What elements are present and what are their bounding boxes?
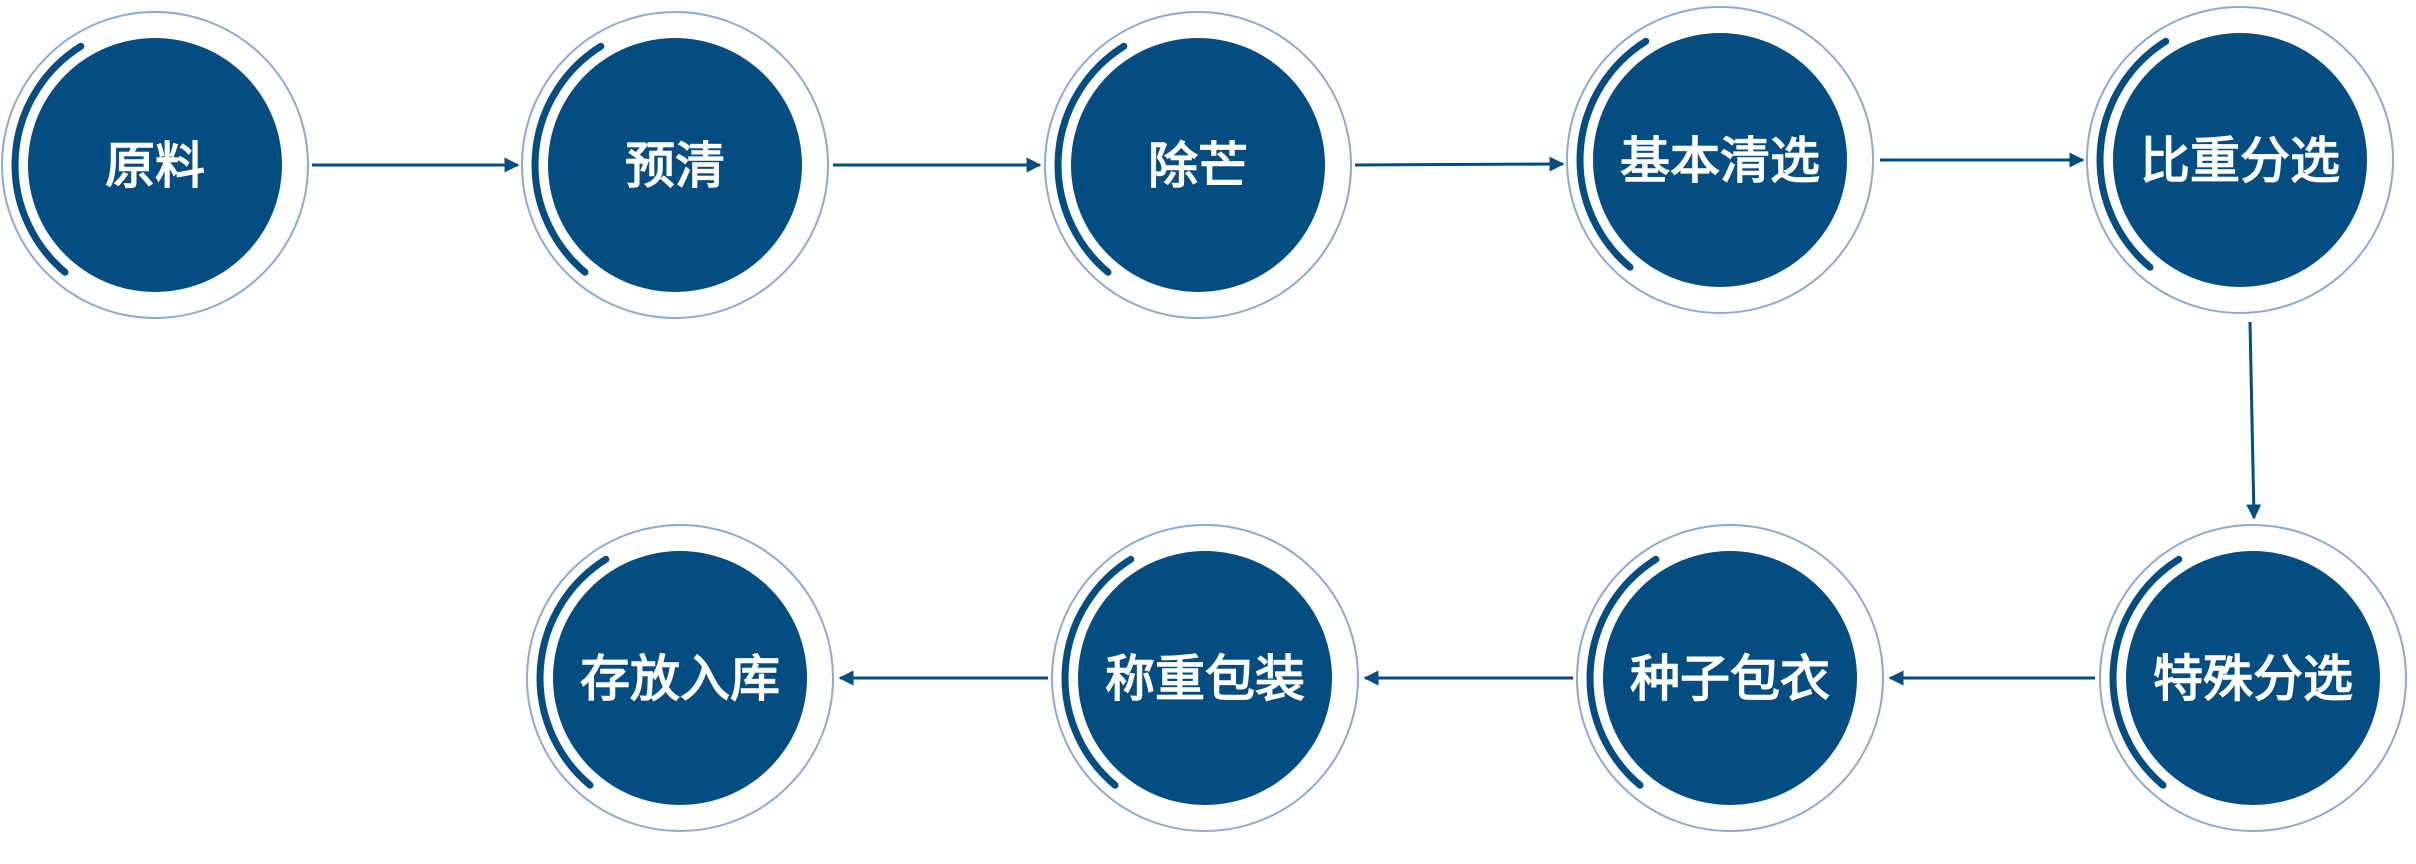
node-circle — [2126, 551, 2380, 805]
accent-arc — [536, 555, 610, 789]
node-circle — [28, 38, 282, 292]
node-circle — [548, 38, 802, 292]
step-node: 基本清选 — [1566, 6, 1874, 314]
flow-arrow-5 — [2246, 321, 2262, 520]
accent-arc — [1061, 555, 1135, 789]
node-circle — [1603, 551, 1857, 805]
node-circle — [553, 551, 807, 805]
accent-arc — [1576, 37, 1650, 271]
accent-arc — [2109, 555, 2183, 789]
step-node: 特殊分选 — [2099, 524, 2407, 832]
step-label: 存放入库 — [580, 650, 780, 708]
step-node: 种子包衣 — [1576, 524, 1884, 832]
step-node: 称重包装 — [1051, 524, 1359, 832]
step-node: 存放入库 — [526, 524, 834, 832]
step-label: 基本清选 — [1620, 132, 1820, 190]
node-circle — [1071, 38, 1325, 292]
node-circle — [2113, 33, 2367, 287]
step-label: 除芒 — [1148, 137, 1248, 195]
accent-arc — [11, 42, 85, 276]
step-label: 原料 — [105, 137, 205, 195]
step-label: 特殊分选 — [2153, 650, 2353, 708]
step-node: 预清 — [521, 11, 829, 319]
node-circle — [1078, 551, 1332, 805]
step-label: 称重包装 — [1105, 650, 1305, 708]
accent-arc — [1054, 42, 1128, 276]
step-label: 种子包衣 — [1630, 650, 1830, 708]
accent-arc — [1586, 555, 1660, 789]
step-node: 原料 — [1, 11, 309, 319]
accent-arc — [531, 42, 605, 276]
step-node: 比重分选 — [2086, 6, 2394, 314]
step-label: 比重分选 — [2140, 132, 2340, 190]
step-label: 预清 — [625, 137, 725, 195]
node-circle — [1593, 33, 1847, 287]
step-node: 除芒 — [1044, 11, 1352, 319]
flow-connectors — [312, 152, 2262, 686]
flow-arrow-3 — [1354, 156, 1565, 172]
accent-arc — [2096, 37, 2170, 271]
